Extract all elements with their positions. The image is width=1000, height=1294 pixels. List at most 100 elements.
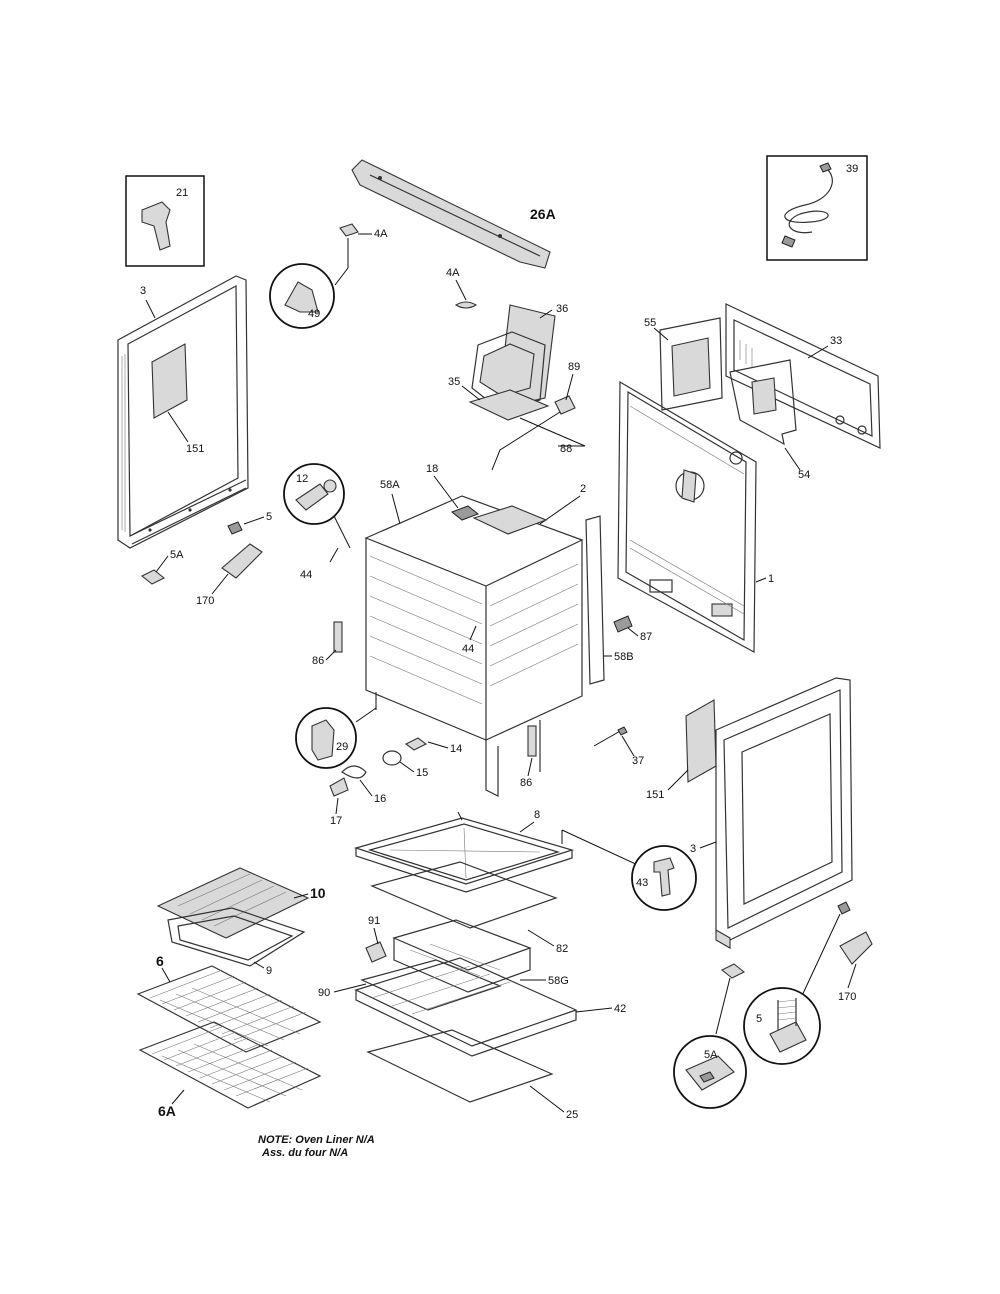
label-170-right: 170 [838, 991, 856, 1003]
part-3-left-side-panel [117, 275, 249, 549]
label-6: 6 [156, 953, 164, 969]
label-9: 9 [266, 965, 272, 977]
part-37-wire [593, 729, 623, 747]
callout-43 [631, 845, 697, 911]
label-54: 54 [798, 469, 810, 481]
part-4A-clip-top [339, 223, 359, 237]
part-4A-clip-mid [454, 301, 478, 309]
label-88: 88 [560, 443, 572, 455]
label-90: 90 [318, 987, 330, 999]
part-14-socket [404, 737, 428, 751]
part-151-right-insulation [685, 699, 717, 783]
label-2: 2 [580, 483, 586, 495]
part-82-baffle [370, 861, 558, 929]
part-90-drawer-rail [360, 959, 502, 1011]
part-58B-insulation [585, 515, 605, 685]
part-26A-top-bracket [351, 159, 551, 269]
label-151-left: 151 [186, 443, 204, 455]
label-58B: 58B [614, 651, 634, 663]
label-10: 10 [310, 885, 326, 901]
part-170-bracket-right [839, 931, 873, 965]
label-37: 37 [632, 755, 644, 767]
label-26A: 26A [530, 206, 556, 222]
label-151-right: 151 [646, 789, 664, 801]
part-88-wire [491, 411, 561, 471]
callout-12 [283, 463, 345, 525]
part-42-drawer [354, 957, 578, 1057]
label-12: 12 [296, 473, 308, 485]
callout-5A [673, 1035, 747, 1109]
label-15: 15 [416, 767, 428, 779]
inset-part-39 [766, 155, 868, 261]
label-5-circle: 5 [756, 1013, 762, 1025]
part-36-vent-duct [471, 304, 556, 411]
part-44-pin-left [329, 547, 339, 563]
part-54-panel [729, 359, 797, 446]
label-25: 25 [566, 1109, 578, 1121]
part-6-oven-rack [136, 965, 322, 1053]
label-5-small: 5 [266, 511, 272, 523]
note-line-1: NOTE: Oven Liner N/A [258, 1134, 375, 1146]
part-87-spring [613, 615, 633, 633]
part-58A-oven-cavity [364, 495, 584, 797]
part-16-lens [341, 765, 367, 779]
label-58G: 58G [548, 975, 569, 987]
label-29: 29 [336, 741, 348, 753]
label-55: 55 [644, 317, 656, 329]
part-58G-insulation [392, 919, 532, 993]
label-14: 14 [450, 743, 462, 755]
part-91-element [365, 941, 387, 963]
label-3-left: 3 [140, 285, 146, 297]
label-4A-mid: 4A [446, 267, 460, 279]
label-35: 35 [448, 376, 460, 388]
part-55-bracket [659, 317, 723, 411]
label-170-left: 170 [196, 595, 214, 607]
part-3-right-side-panel [715, 677, 853, 949]
label-16: 16 [374, 793, 386, 805]
callout-29 [295, 707, 357, 769]
part-25-bottom-panel [366, 1029, 554, 1103]
label-21: 21 [176, 187, 188, 199]
label-36: 36 [556, 303, 568, 315]
part-8-oven-bottom [353, 817, 575, 893]
label-44-mid: 44 [462, 643, 474, 655]
part-5-screw-right [837, 901, 851, 915]
label-39: 39 [846, 163, 858, 175]
part-9-broiler-pan [167, 907, 306, 967]
part-6A-oven-rack [138, 1021, 322, 1109]
label-43: 43 [636, 877, 648, 889]
part-170-bracket-left [221, 543, 263, 579]
label-82: 82 [556, 943, 568, 955]
label-8: 8 [534, 809, 540, 821]
label-5A-circle: 5A [704, 1049, 718, 1061]
label-17: 17 [330, 815, 342, 827]
label-86-left: 86 [312, 655, 324, 667]
label-87: 87 [640, 631, 652, 643]
label-49: 49 [308, 308, 320, 320]
label-5A-small: 5A [170, 549, 184, 561]
label-4A-top: 4A [374, 228, 388, 240]
label-1: 1 [768, 573, 774, 585]
label-3-right: 3 [690, 843, 696, 855]
part-5A-leveler-right [720, 963, 746, 979]
callout-49 [269, 263, 335, 329]
label-6A: 6A [158, 1103, 176, 1119]
label-33: 33 [830, 335, 842, 347]
inset-part-21 [125, 175, 205, 267]
part-86-bottom [527, 725, 537, 757]
callout-5 [743, 987, 821, 1065]
part-5A-leveler [140, 569, 166, 585]
label-91: 91 [368, 915, 380, 927]
part-1-rear-panel [617, 380, 757, 654]
part-10-broiler-grid [156, 867, 310, 939]
label-42: 42 [614, 1003, 626, 1015]
footnote-oven-liner: NOTE: Oven Liner N/A Ass. du four N/A [258, 1134, 375, 1160]
label-89: 89 [568, 361, 580, 373]
part-86-left [333, 621, 343, 653]
part-35-plate [468, 389, 550, 421]
part-15-bulb [382, 750, 402, 766]
note-line-2: Ass. du four N/A [262, 1147, 349, 1159]
part-89-sensor [554, 395, 576, 415]
part-17-clip [329, 777, 349, 797]
